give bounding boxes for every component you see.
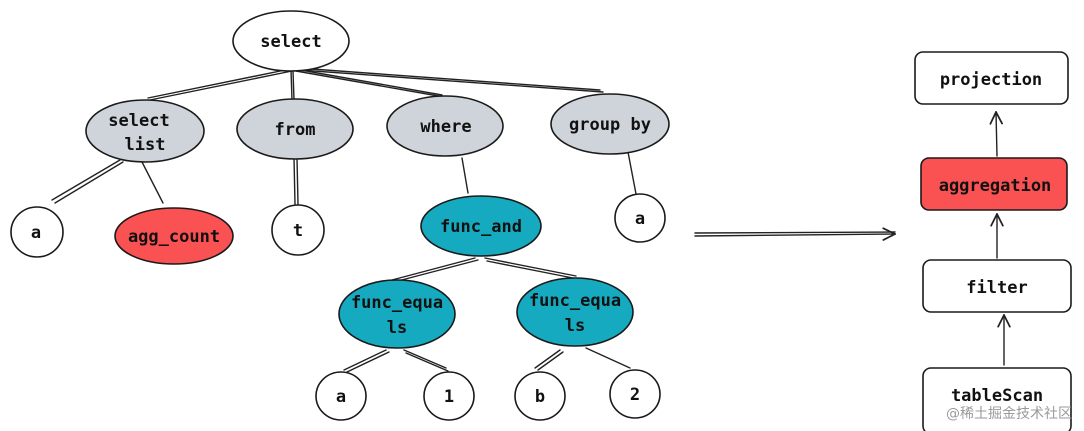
node-func-equals-1: func_equa ls — [338, 279, 456, 349]
edge-group-by-to-a — [627, 151, 637, 195]
node-eq1-left-label: a — [336, 387, 346, 407]
node-where: where — [386, 95, 504, 157]
edge-select-to-group-by — [297, 67, 604, 93]
node-col-a-shape — [10, 206, 64, 258]
plan-node-aggregation-label: aggregation — [939, 176, 1052, 196]
edge-select-list-to-a — [51, 159, 124, 204]
node-agg-count-shape — [114, 207, 234, 265]
node-select-list-label-line2: list — [125, 135, 166, 155]
node-func-equals-1-label-line1: func_equa — [351, 293, 443, 313]
node-table-t: t — [271, 204, 325, 256]
edge-func-and-to-func-equals-1 — [391, 257, 479, 283]
node-table-t-shape — [271, 204, 325, 256]
edge-select-to-from — [290, 69, 295, 101]
plan-node-tablescan: tableScan — [922, 367, 1072, 431]
plan-node-tablescan-label: tableScan — [951, 386, 1043, 406]
node-table-t-label: t — [293, 221, 303, 241]
node-eq2-right: 2 — [609, 369, 661, 419]
plan-edges — [996, 112, 1004, 366]
node-func-equals-2: func_equa ls — [516, 277, 634, 347]
node-select: select — [232, 10, 350, 72]
node-group-col-a: a — [614, 193, 666, 243]
transform-arrow-line-2 — [694, 234, 895, 236]
node-func-equals-1-label-line2: ls — [387, 318, 407, 338]
edge-func-and-to-func-equals-2 — [484, 257, 579, 280]
node-func-equals-2-label-line2: ls — [565, 316, 585, 336]
edge-eq1-to-a — [343, 349, 390, 373]
node-select-list: select list — [85, 99, 205, 163]
transform-arrow-line-1 — [694, 231, 896, 234]
node-from-shape — [236, 98, 354, 160]
node-select-list-label-line1: select — [108, 111, 169, 131]
node-from: from — [236, 98, 354, 160]
edge-eq2-to-2 — [585, 347, 631, 369]
node-col-a: a — [10, 206, 64, 258]
node-agg-count: agg_count — [114, 207, 234, 265]
node-eq2-right-label: 2 — [630, 385, 640, 405]
node-select-list-shape — [85, 99, 205, 163]
node-eq1-right: 1 — [423, 371, 475, 421]
node-select-shape — [232, 10, 350, 72]
edge-select-to-where — [294, 68, 445, 98]
node-eq1-right-shape — [423, 371, 475, 421]
plan-node-aggregation: aggregation — [920, 157, 1068, 211]
watermark: @稀土掘金技术社区 — [946, 406, 1072, 422]
node-func-equals-2-shape — [516, 277, 634, 347]
node-group-by-shape — [550, 93, 670, 155]
edge-eq1-to-1 — [403, 349, 449, 372]
node-where-shape — [386, 95, 504, 157]
plan-node-filter-label: filter — [966, 278, 1027, 298]
edge-select-to-select-list — [147, 68, 293, 101]
plan-node-projection: projection — [914, 51, 1069, 105]
node-func-equals-1-shape — [338, 279, 456, 349]
node-from-label: from — [275, 120, 316, 140]
edge-eq2-to-b — [534, 349, 564, 371]
node-eq1-left-shape — [315, 371, 367, 421]
edge-select-list-to-agg-count — [141, 161, 164, 204]
node-agg-count-label: agg_count — [128, 227, 220, 247]
node-group-by-label: group by — [569, 115, 651, 135]
edge-aggregation-to-projection — [996, 112, 997, 157]
node-where-label: where — [420, 117, 471, 137]
node-func-and-label: func_and — [440, 217, 522, 237]
plan-node-projection-shape — [914, 51, 1069, 105]
tree-edges — [51, 67, 637, 373]
node-select-label: select — [260, 32, 321, 52]
plan-node-filter-shape — [922, 259, 1072, 313]
edge-from-to-t — [293, 157, 299, 205]
plan-node-filter: filter — [922, 259, 1072, 313]
node-group-col-a-shape — [614, 193, 666, 243]
node-func-equals-2-label-line1: func_equa — [529, 291, 621, 311]
node-eq2-left-label: b — [535, 387, 545, 407]
edge-where-to-func-and — [461, 157, 469, 194]
node-eq2-left-shape — [514, 371, 566, 421]
plan-node-aggregation-shape — [920, 157, 1068, 211]
transform-arrow — [694, 231, 896, 236]
node-group-col-a-label: a — [635, 209, 645, 229]
node-eq1-right-label: 1 — [444, 387, 454, 407]
node-eq2-left: b — [514, 371, 566, 421]
node-eq1-left: a — [315, 371, 367, 421]
node-func-and: func_and — [420, 195, 542, 257]
plan-node-tablescan-shape — [922, 367, 1072, 431]
node-eq2-right-shape — [609, 369, 661, 419]
plan-node-projection-label: projection — [940, 70, 1042, 90]
node-func-and-shape — [420, 195, 542, 257]
node-group-by: group by — [550, 93, 670, 155]
node-col-a-label: a — [31, 223, 41, 243]
